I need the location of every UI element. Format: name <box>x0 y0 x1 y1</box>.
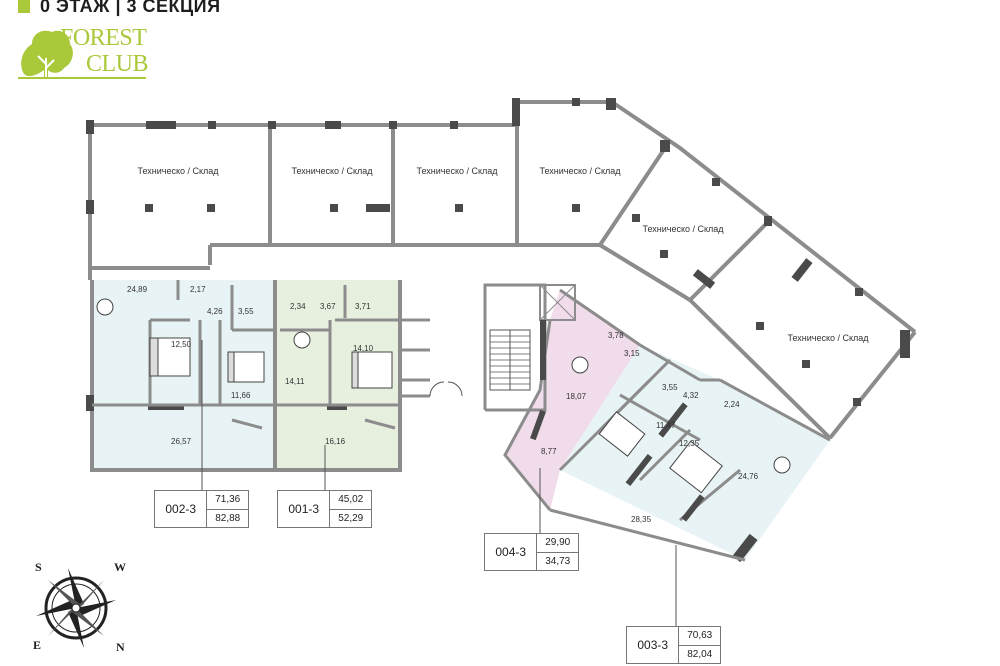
logo-word-club: CLUB <box>86 51 149 77</box>
area-28-35: 28,35 <box>631 515 652 524</box>
total-area: 34,73 <box>545 555 571 567</box>
compass-e: E <box>33 638 42 652</box>
area-8-77: 8,77 <box>541 447 557 456</box>
area-2-17: 2,17 <box>190 285 206 294</box>
area-2-24: 2,24 <box>724 400 740 409</box>
area-24-76: 24,76 <box>738 472 759 481</box>
structural-columns <box>86 98 910 563</box>
area-12-50: 12,50 <box>171 340 192 349</box>
area-2-34: 2,34 <box>290 302 306 311</box>
area-3-55-b: 3,55 <box>662 383 678 392</box>
area-11-47: 11,47 <box>656 421 676 430</box>
title-marker <box>18 0 30 13</box>
total-area: 82,88 <box>215 512 241 524</box>
apartment-badge-004-3[interactable]: 004-3 29,90 34,73 <box>484 533 579 571</box>
living-area: 45,02 <box>330 491 371 510</box>
area-3-15: 3,15 <box>624 349 640 358</box>
storage-label-1: Техническо / Склад <box>137 166 219 176</box>
apartment-badge-001-3[interactable]: 001-3 45,02 52,29 <box>277 490 372 528</box>
living-area: 71,36 <box>207 491 248 510</box>
area-14-10: 14,10 <box>353 344 374 353</box>
storage-label-6: Техническо / Склад <box>787 333 869 343</box>
logo-word-forest: FOREST <box>60 25 147 51</box>
stair-steps <box>490 335 530 385</box>
compass-n: N <box>116 640 125 654</box>
area-24-89: 24,89 <box>127 285 148 294</box>
storage-label-3: Техническо / Склад <box>416 166 498 176</box>
compass-s: S <box>35 560 42 574</box>
page-title: 0 ЭТАЖ | 3 СЕКЦИЯ <box>40 0 221 16</box>
apartment-code: 001-3 <box>278 491 331 527</box>
total-area: 52,29 <box>338 512 364 524</box>
apartment-badge-003-3[interactable]: 003-3 70,63 82,04 <box>626 626 721 664</box>
area-3-67: 3,67 <box>320 302 336 311</box>
interior-walls <box>92 280 430 430</box>
area-3-55: 3,55 <box>238 307 254 316</box>
area-12-35: 12,35 <box>679 439 700 448</box>
apartment-code: 002-3 <box>155 491 208 527</box>
table-icon <box>96 298 791 474</box>
entrance-door[interactable] <box>429 381 463 397</box>
living-area: 70,63 <box>679 627 720 646</box>
storage-label-5: Техническо / Склад <box>642 224 724 234</box>
storage-label-2: Техническо / Склад <box>291 166 373 176</box>
area-14-11: 14,11 <box>285 377 305 386</box>
storage-label-4: Техническо / Склад <box>539 166 621 176</box>
area-4-32: 4,32 <box>683 391 699 400</box>
area-3-78: 3,78 <box>608 331 624 340</box>
area-3-71: 3,71 <box>355 302 371 311</box>
apartment-badge-002-3[interactable]: 002-3 71,36 82,88 <box>154 490 249 528</box>
logo-underline <box>18 77 146 79</box>
area-18-07: 18,07 <box>566 392 587 401</box>
living-area: 29,90 <box>537 534 578 553</box>
stair-core <box>483 283 576 412</box>
compass-rose: S W E N <box>20 558 132 658</box>
compass-w: W <box>114 560 126 574</box>
compass-icon <box>36 568 116 648</box>
apartment-code: 004-3 <box>485 534 538 570</box>
apartment-code: 003-3 <box>627 627 680 663</box>
area-16-16: 16,16 <box>325 437 346 446</box>
page-title-block: 0 ЭТАЖ | 3 СЕКЦИЯ <box>18 0 221 18</box>
area-4-26: 4,26 <box>207 307 223 316</box>
right-dark-walls <box>530 320 705 522</box>
leader-lines <box>201 340 677 626</box>
area-11-66: 11,66 <box>231 391 251 400</box>
bed-icon <box>149 337 723 494</box>
forest-club-logo: FOREST CLUB <box>16 24 151 80</box>
apartment-004-3-area[interactable] <box>505 290 640 510</box>
area-26-57: 26,57 <box>171 437 192 446</box>
total-area: 82,04 <box>687 648 713 660</box>
